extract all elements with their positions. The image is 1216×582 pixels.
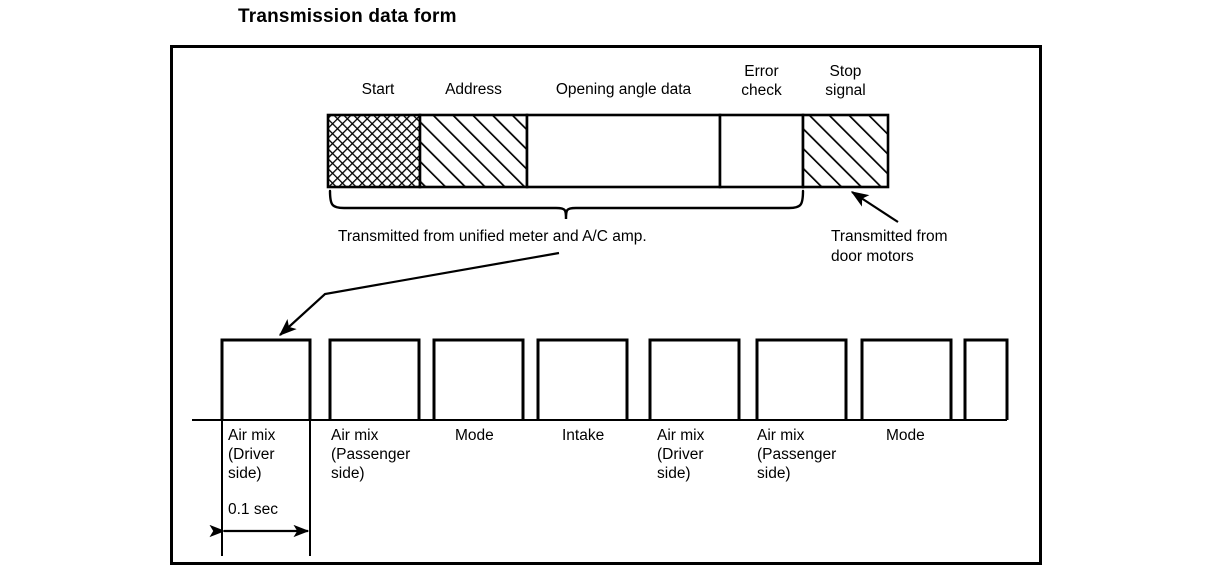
diagram-border xyxy=(170,45,1042,565)
pulse-label-7: Mode xyxy=(886,427,925,444)
frame-segment-opening-angle-data xyxy=(525,113,722,189)
frame-segment-stop-signal xyxy=(801,113,890,189)
frame-segment-start xyxy=(326,113,422,189)
data-frame-bar xyxy=(326,113,890,189)
segment-label-stop-signal: Stop signal xyxy=(825,63,866,99)
duration-label: 0.1 sec xyxy=(228,501,278,518)
pulse-label-2: Air mix (Passenger side) xyxy=(331,427,411,482)
duration-dimension xyxy=(209,420,311,556)
pulse-1 xyxy=(220,338,312,420)
pulse-label-5: Air mix (Driver side) xyxy=(657,427,705,482)
segment-label-opening-angle-data: Opening angle data xyxy=(555,81,692,98)
segment-label-start: Start xyxy=(361,81,395,98)
segment-label-address: Address xyxy=(445,81,502,98)
brace-caption: Transmitted from unified meter and A/C a… xyxy=(338,228,647,245)
pulse-label-1: Air mix (Driver side) xyxy=(228,427,276,482)
frame-segment-error-check xyxy=(718,113,805,189)
pulse-7 xyxy=(860,338,953,420)
pulse-train xyxy=(220,338,1009,420)
page-title: Transmission data form xyxy=(238,6,457,27)
segment-label-error-check: Error check xyxy=(741,63,782,99)
pulse-label-6: Air mix (Passenger side) xyxy=(757,427,837,482)
pulse-label-4: Intake xyxy=(562,427,605,444)
pulse-5 xyxy=(648,338,741,420)
door-motor-caption-line1: Transmitted from xyxy=(831,228,948,245)
pulse-leader-arrow xyxy=(279,251,560,336)
door-motor-arrow xyxy=(850,191,899,223)
door-motor-caption-line2: door motors xyxy=(831,248,914,265)
brace-under-frame xyxy=(328,189,805,220)
frame-segment-address xyxy=(418,113,529,189)
pulse-4 xyxy=(536,338,629,420)
pulse-6 xyxy=(755,338,848,420)
pulse-2 xyxy=(328,338,421,420)
pulse-8 xyxy=(963,338,1009,420)
pulse-3 xyxy=(432,338,525,420)
pulse-label-3: Mode xyxy=(455,427,494,444)
